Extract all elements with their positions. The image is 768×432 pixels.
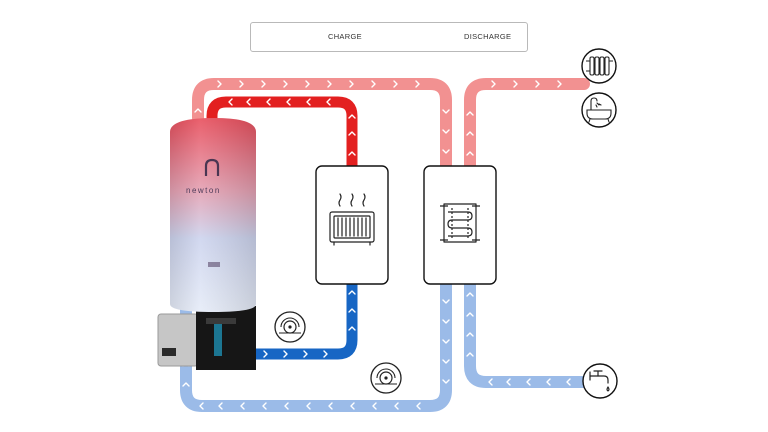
heat-exchanger-unit: [423, 165, 497, 285]
bathtub-icon: [581, 92, 617, 128]
discharge-hot-pipe-tank-to-exchanger: [192, 78, 452, 174]
heat-exchanger-icon: [440, 203, 480, 243]
pump-icon: [370, 362, 402, 394]
radiator-icon: [581, 48, 617, 84]
heater-icon: [329, 193, 375, 246]
storage-tank: [170, 118, 256, 312]
tank-brand-name: newton: [186, 186, 221, 195]
discharge-cold-pipe-exchanger-to-tank: [180, 278, 452, 412]
discharge-hot-pipe-exchanger-to-loads: [464, 78, 590, 174]
legend-box: [250, 22, 528, 52]
tap-icon: [582, 363, 618, 399]
charge-hot-pipe: [206, 96, 358, 174]
electric-heater-unit: [315, 165, 389, 285]
tank-base-unit: [157, 306, 256, 370]
legend-discharge-label: DISCHARGE: [464, 32, 512, 41]
discharge-cold-pipe-tap-to-exchanger: [464, 278, 590, 388]
legend-charge-label: CHARGE: [328, 32, 362, 41]
discharge-pipes: [180, 78, 590, 412]
pump-icon: [274, 311, 306, 343]
brand-logo: [204, 158, 220, 176]
